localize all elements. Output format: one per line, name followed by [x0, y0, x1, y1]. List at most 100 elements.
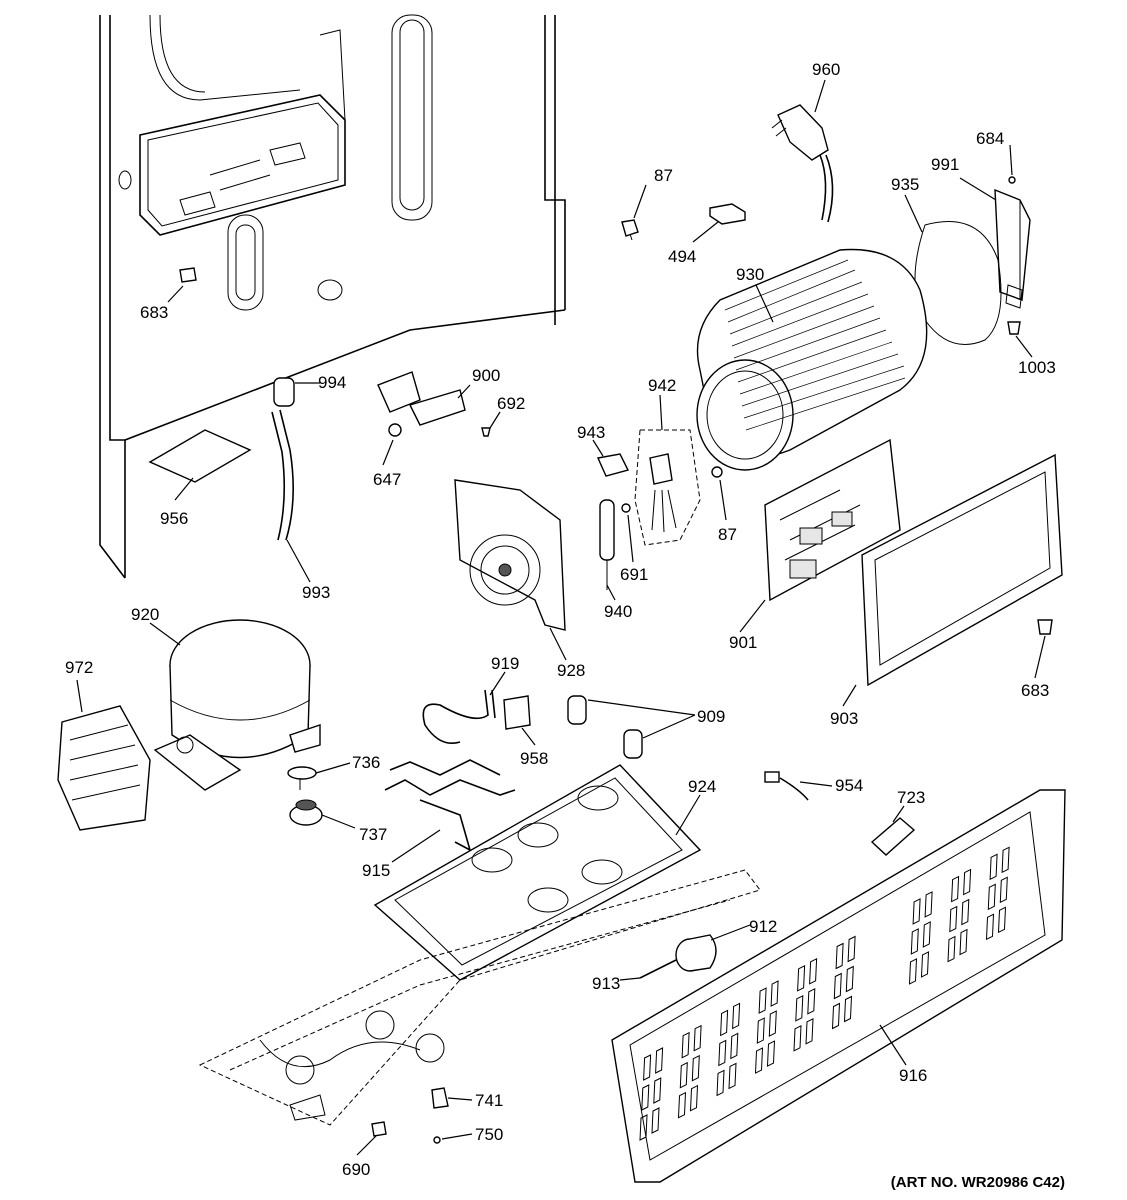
label-972: 972 [65, 658, 93, 677]
grille-slot [681, 1024, 702, 1059]
harness-954 [764, 771, 809, 801]
tube-919 [422, 689, 496, 744]
label-928: 928 [557, 661, 585, 680]
grille-slot [831, 995, 853, 1030]
grille-slot [795, 987, 816, 1022]
label-900: 900 [472, 366, 500, 385]
label-930: 930 [736, 265, 764, 284]
grille-slot [677, 1084, 699, 1119]
grille-slot [758, 980, 779, 1014]
pad-part [148, 429, 252, 483]
grille-slot [720, 1002, 741, 1037]
grille-slot [910, 921, 931, 955]
grille-slot [949, 898, 970, 933]
grommet-741 [431, 1087, 449, 1109]
screw-691 [621, 503, 631, 513]
label-903: 903 [830, 709, 858, 728]
screw-683-right [1037, 619, 1053, 635]
label-919: 919 [491, 654, 519, 673]
sensor-943 [596, 453, 630, 477]
label-958: 958 [520, 749, 548, 768]
cap-909-a [567, 695, 587, 725]
label-494: 494 [668, 247, 696, 266]
grille-slot [987, 876, 1008, 911]
grille-slot [754, 1040, 776, 1074]
label-736: 736 [352, 753, 380, 772]
compressor-part [153, 619, 321, 791]
label-909: 909 [697, 707, 725, 726]
grille-slot [797, 957, 818, 992]
label-737: 737 [359, 825, 387, 844]
hose-part [271, 377, 295, 541]
label-915: 915 [362, 861, 390, 880]
grille-slot [639, 1107, 660, 1141]
label-741: 741 [475, 1091, 503, 1110]
label-647: 647 [373, 470, 401, 489]
screw-913 [639, 959, 677, 979]
drain-tray-part [373, 764, 702, 981]
label-901: 901 [729, 633, 757, 652]
gasket-part [914, 221, 1002, 345]
label-912: 912 [749, 917, 777, 936]
screw-750 [433, 1136, 441, 1144]
heater-loop-part [384, 759, 516, 852]
label-692: 692 [497, 394, 525, 413]
label-991: 991 [931, 155, 959, 174]
grille-slot [718, 1032, 739, 1067]
grille-slot [912, 891, 933, 925]
cabinet-back [99, 14, 566, 579]
grommet-736 [287, 766, 317, 790]
grille-slot [641, 1077, 662, 1111]
label-87-top: 87 [654, 166, 673, 185]
label-954: 954 [835, 776, 863, 795]
grille-slot [679, 1054, 700, 1089]
grille-slot [908, 951, 930, 985]
grille-slot [833, 965, 854, 1000]
grille-slot [756, 1010, 777, 1044]
fan-shroud-part [454, 479, 566, 631]
label-750: 750 [475, 1125, 503, 1144]
part-labels: 960 684 991 935 87 494 930 1003 683 994 … [65, 60, 1056, 1179]
label-1003: 1003 [1018, 358, 1056, 377]
label-916: 916 [899, 1066, 927, 1085]
label-690: 690 [342, 1160, 370, 1179]
label-994: 994 [318, 373, 346, 392]
grille-slot [951, 868, 972, 903]
screw-690 [371, 1121, 387, 1137]
screw-1003 [1007, 321, 1021, 335]
label-683-top: 683 [140, 303, 168, 322]
label-960: 960 [812, 60, 840, 79]
defrost-assembly-part [634, 429, 701, 546]
screw-683-top [179, 267, 197, 283]
label-920: 920 [131, 605, 159, 624]
label-723: 723 [897, 788, 925, 807]
cap-909-b [623, 729, 643, 759]
power-cord-part [771, 104, 834, 223]
grille-slot [989, 846, 1010, 881]
board-cover-part [861, 453, 1063, 687]
grille-slot [835, 935, 856, 970]
art-number: (ART NO. WR20986 C42) [891, 1174, 1065, 1191]
grille-slot [793, 1017, 814, 1052]
clip-494 [709, 203, 746, 225]
grille-slots [639, 846, 1010, 1141]
screw-87-small [711, 466, 723, 478]
tube-723 [870, 817, 916, 856]
leader-lines [76, 79, 1046, 1156]
grommet-737 [289, 799, 323, 826]
bracket-part [994, 176, 1031, 309]
grille-slot [985, 906, 1007, 941]
label-993: 993 [302, 583, 330, 602]
fuse-940 [599, 499, 615, 590]
condenser-coil-part [696, 248, 928, 471]
label-935: 935 [891, 175, 919, 194]
screw-692 [481, 427, 491, 437]
label-956: 956 [160, 509, 188, 528]
label-913: 913 [592, 974, 620, 993]
screw-87 [621, 219, 639, 241]
label-924: 924 [688, 777, 716, 796]
pad-958 [503, 695, 531, 730]
relay-cover-part [57, 705, 151, 831]
base-pan [198, 869, 761, 1126]
